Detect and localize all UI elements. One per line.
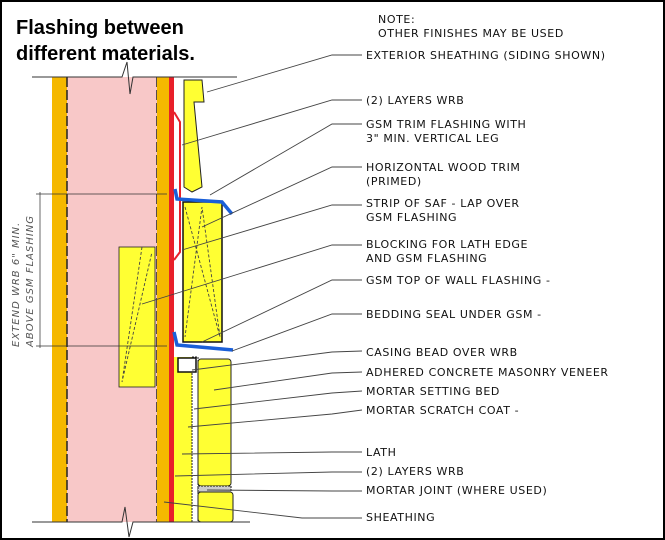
label-sheathing: SHEATHING (366, 511, 435, 524)
label-gsm-flashing: GSM FLASHING (366, 211, 457, 224)
title-line-2: different materials. (16, 43, 195, 65)
mortar-joint (197, 485, 232, 493)
label-blocking: BLOCKING FOR LATH EDGE (366, 238, 528, 251)
label-exterior-sheathing: EXTERIOR SHEATHING (SIDING SHOWN) (366, 49, 606, 62)
siding (183, 79, 205, 193)
title-line-1: Flashing between (16, 17, 184, 39)
label-other-finishes: OTHER FINISHES MAY BE USED (378, 27, 564, 40)
stud-left (52, 77, 67, 522)
label-primed: (PRIMED) (366, 175, 422, 188)
label-wrb-bottom: (2) LAYERS WRB (366, 465, 464, 478)
label-note: NOTE: (378, 13, 415, 26)
label-scratch-coat: MORTAR SCRATCH COAT - (366, 404, 519, 417)
label-wood-trim: HORIZONTAL WOOD TRIM (366, 161, 521, 174)
label-lath: LATH (366, 446, 396, 459)
label-mortar-joint: MORTAR JOINT (WHERE USED) (366, 484, 547, 497)
label-saf-strip: STRIP OF SAF - LAP OVER (366, 197, 520, 210)
label-gsm-trim-flashing: GSM TRIM FLASHING WITH (366, 118, 526, 131)
label-setting-bed: MORTAR SETTING BED (366, 385, 500, 398)
wrb (169, 77, 174, 522)
casing-bead (177, 357, 197, 373)
label-wrb-top: (2) LAYERS WRB (366, 94, 464, 107)
dimension-note-1: EXTEND WRB 6" MIN. (11, 222, 22, 347)
label-masonry-veneer: ADHERED CONCRETE MASONRY VENEER (366, 366, 609, 379)
dimension-note-2: ABOVE GSM FLASHING (25, 215, 36, 348)
masonry-veneer-stone (197, 358, 232, 487)
sheathing (157, 77, 169, 522)
gsm-trim-flashing (173, 188, 234, 216)
leader-lines (141, 54, 363, 519)
label-casing-bead: CASING BEAD OVER WRB (366, 346, 518, 359)
label-vertical-leg: 3" MIN. VERTICAL LEG (366, 132, 499, 145)
label-and-gsm-flashing: AND GSM FLASHING (366, 252, 487, 265)
label-bedding-seal: BEDDING SEAL UNDER GSM - (366, 308, 542, 321)
label-top-wall-flashing: GSM TOP OF WALL FLASHING - (366, 274, 551, 287)
gsm-top-flashing (172, 331, 234, 352)
